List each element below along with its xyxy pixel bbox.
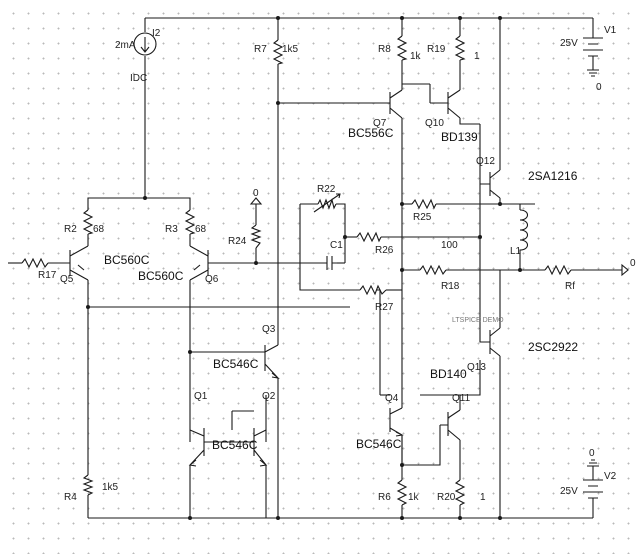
- v1-ref: V1: [604, 25, 617, 36]
- svg-text:R4: R4: [64, 492, 77, 503]
- transistor-q13: Q13 2SC2922: [467, 270, 578, 373]
- svg-text:0: 0: [253, 188, 259, 199]
- svg-text:BC546C: BC546C: [213, 357, 259, 371]
- svg-text:Q2: Q2: [262, 391, 276, 402]
- resistor-r17: R17: [21, 257, 57, 281]
- svg-text:Q10: Q10: [425, 118, 444, 129]
- svg-text:2SA1216: 2SA1216: [528, 169, 578, 183]
- svg-text:1k: 1k: [410, 51, 422, 62]
- inductor-l1: L1: [510, 209, 529, 257]
- resistor-r22-variable: R22: [313, 184, 341, 213]
- svg-text:R3: R3: [165, 224, 178, 235]
- resistor-r25: R25: [411, 198, 437, 223]
- svg-text:L1: L1: [510, 246, 522, 257]
- svg-text:BC560C: BC560C: [138, 269, 184, 283]
- svg-text:Q5: Q5: [60, 274, 74, 285]
- svg-text:R2: R2: [64, 224, 77, 235]
- resistor-r4: R4 1k5: [64, 474, 119, 503]
- resistor-r2: R2 68: [64, 209, 105, 235]
- ground-symbol-output: 0: [621, 258, 636, 277]
- battery-v2: 25V V2 0: [560, 448, 617, 506]
- resistor-r24: R24: [228, 224, 262, 249]
- v2-value: 25V: [560, 486, 578, 497]
- resistor-r26: R26 100: [356, 231, 458, 256]
- svg-text:68: 68: [93, 224, 105, 235]
- capacitor-c1: C1: [300, 240, 343, 270]
- junction-dots: [86, 16, 522, 520]
- svg-text:2SC2922: 2SC2922: [528, 340, 578, 354]
- svg-text:R22: R22: [317, 184, 336, 195]
- svg-text:68: 68: [195, 224, 207, 235]
- current-source-i2: 2mA I2 IDC: [115, 28, 161, 84]
- svg-text:BD140: BD140: [430, 367, 467, 381]
- resistor-r18: R18: [419, 264, 460, 292]
- svg-text:Q4: Q4: [385, 393, 399, 404]
- v1-value: 25V: [560, 38, 578, 49]
- wires: [8, 17, 622, 519]
- transistor-q6: Q6 BC560C: [138, 245, 219, 285]
- svg-text:1: 1: [474, 51, 480, 62]
- transistor-q1: Q1: [188, 391, 232, 467]
- svg-text:R27: R27: [375, 302, 394, 313]
- svg-text:1k5: 1k5: [282, 44, 299, 55]
- resistor-r8: R8 1k: [378, 35, 422, 62]
- i2-ref: I2: [152, 28, 161, 39]
- svg-text:0: 0: [630, 258, 636, 269]
- svg-text:R8: R8: [378, 44, 391, 55]
- svg-text:BC546C: BC546C: [356, 437, 402, 451]
- svg-text:R18: R18: [441, 281, 460, 292]
- svg-text:1: 1: [480, 492, 486, 503]
- svg-text:Rf: Rf: [565, 281, 575, 292]
- svg-text:Q12: Q12: [476, 156, 495, 167]
- svg-text:BD139: BD139: [441, 130, 478, 144]
- svg-text:R25: R25: [413, 212, 432, 223]
- transistor-q5: Q5 BC560C: [60, 245, 150, 285]
- svg-text:BC546C: BC546C: [212, 438, 258, 452]
- ground-symbol-r24: 0: [249, 188, 263, 205]
- svg-text:Q7: Q7: [373, 118, 387, 129]
- v1-gnd: 0: [596, 82, 602, 93]
- resistor-r20: R20 1: [437, 479, 486, 506]
- transistor-q3: Q3 BC546C: [213, 324, 280, 379]
- resistor-r6: R6 1k: [378, 479, 420, 506]
- i2-type: IDC: [130, 73, 147, 84]
- svg-text:R17: R17: [38, 270, 57, 281]
- resistor-r3: R3 68: [165, 209, 207, 235]
- i2-value: 2mA: [115, 40, 136, 51]
- svg-text:Q3: Q3: [262, 324, 276, 335]
- svg-text:R26: R26: [375, 245, 394, 256]
- svg-text:Q6: Q6: [205, 274, 219, 285]
- svg-text:R6: R6: [378, 492, 391, 503]
- svg-text:R7: R7: [254, 44, 267, 55]
- svg-text:Q1: Q1: [194, 391, 208, 402]
- svg-text:R24: R24: [228, 236, 247, 247]
- transistor-q12: Q12 2SA1216: [476, 156, 578, 204]
- v2-gnd: 0: [589, 448, 595, 459]
- svg-text:R20: R20: [437, 492, 456, 503]
- resistor-r19: R19 1: [427, 35, 480, 62]
- resistor-r27: R27: [359, 284, 394, 313]
- svg-text:1k: 1k: [408, 492, 420, 503]
- svg-text:C1: C1: [330, 240, 343, 251]
- transistor-q10: Q10 BD139: [425, 84, 478, 144]
- svg-text:1k5: 1k5: [102, 482, 119, 493]
- watermark-text: LTSPICE DEMO: [452, 317, 504, 324]
- battery-v1: 25V V1 0: [560, 25, 617, 93]
- svg-text:Q11: Q11: [452, 393, 471, 404]
- svg-text:BC556C: BC556C: [348, 126, 394, 140]
- resistor-r7: R7 1k5: [254, 39, 299, 65]
- transistor-q4: Q4 BC546C: [356, 393, 404, 451]
- resistor-rf: Rf: [544, 264, 575, 292]
- transistor-q2: Q2 BC546C: [212, 391, 276, 467]
- svg-text:Q13: Q13: [467, 362, 486, 373]
- transistor-q11: Q11 BD140: [430, 367, 471, 441]
- transistor-q7: Q7 BC556C: [348, 84, 403, 140]
- svg-text:100: 100: [441, 240, 458, 251]
- svg-text:R19: R19: [427, 44, 446, 55]
- v2-ref: V2: [604, 471, 617, 482]
- svg-text:BC560C: BC560C: [104, 253, 150, 267]
